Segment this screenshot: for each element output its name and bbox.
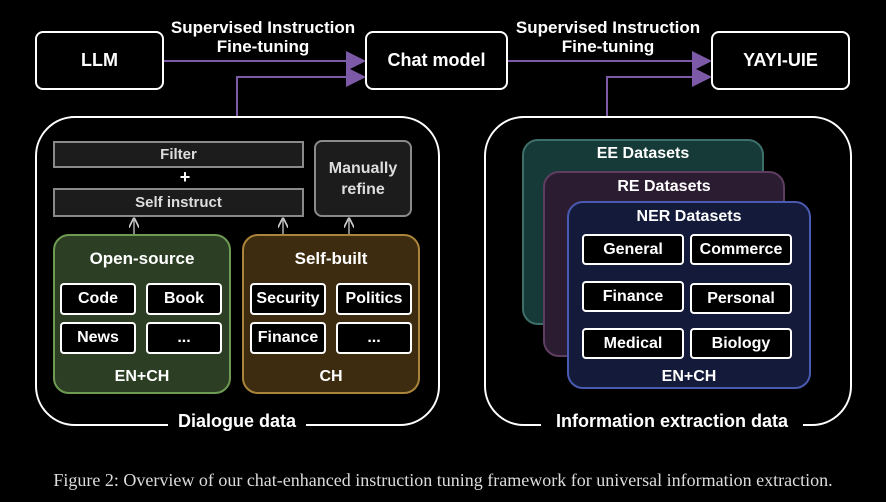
chip-code: Code [60,283,136,315]
ner-datasets-title: NER Datasets [636,208,742,225]
chip-security: Security [250,283,326,315]
chip-book: Book [146,283,222,315]
llm-label: LLM [81,50,118,70]
ie-lang: EN+CH [661,368,717,385]
arrow-dialogue-to-chat [236,67,366,116]
chip-selfbuilt-more: ... [336,322,412,354]
yayi-uie-label: YAYI-UIE [743,50,818,70]
chip-medical: Medical [582,328,684,359]
filter-box: Filter [53,141,304,168]
ee-datasets-title: EE Datasets [596,145,690,162]
open-source-title: Open-source [89,249,195,268]
sft-label-1-line2: Fine-tuning [216,37,310,56]
chip-finance-ner: Finance [582,281,684,312]
self-instruct-box: Self instruct [53,188,304,217]
sft-label-2-line2: Fine-tuning [561,37,655,56]
chip-politics: Politics [336,283,412,315]
dialogue-data-title: Dialogue data [168,412,306,431]
figure-caption: Figure 2: Overview of our chat-enhanced … [53,470,833,490]
manually-refine-line1: Manually [328,159,398,177]
chat-model-label: Chat model [387,50,486,70]
sft-label-1-line1: Supervised Instruction [170,18,356,37]
chip-personal: Personal [690,283,792,314]
chip-commerce: Commerce [690,234,792,265]
open-source-lang: EN+CH [114,368,170,385]
re-datasets-title: RE Datasets [617,178,711,195]
chip-finance-dialogue: Finance [250,322,326,354]
chat-model-box: Chat model [365,31,508,90]
self-built-lang: CH [319,368,343,385]
arrow-ie-to-yayi [606,67,712,116]
self-built-title: Self-built [294,249,368,268]
filter-label: Filter [160,146,197,163]
chip-open-more: ... [146,322,222,354]
llm-box: LLM [35,31,164,90]
chip-general: General [582,234,684,265]
manually-refine-box: Manually refine [314,140,412,217]
sft-label-2-line1: Supervised Instruction [515,18,701,37]
sft-label-2: Supervised Instruction Fine-tuning [505,18,711,56]
self-instruct-label: Self instruct [135,194,222,211]
ie-data-title: Information extraction data [541,412,803,431]
yayi-uie-box: YAYI-UIE [711,31,850,90]
manually-refine-line2: refine [341,180,385,198]
chip-biology: Biology [690,328,792,359]
plus-sign: + [179,167,191,187]
chip-news: News [60,322,136,354]
sft-label-1: Supervised Instruction Fine-tuning [160,18,366,56]
